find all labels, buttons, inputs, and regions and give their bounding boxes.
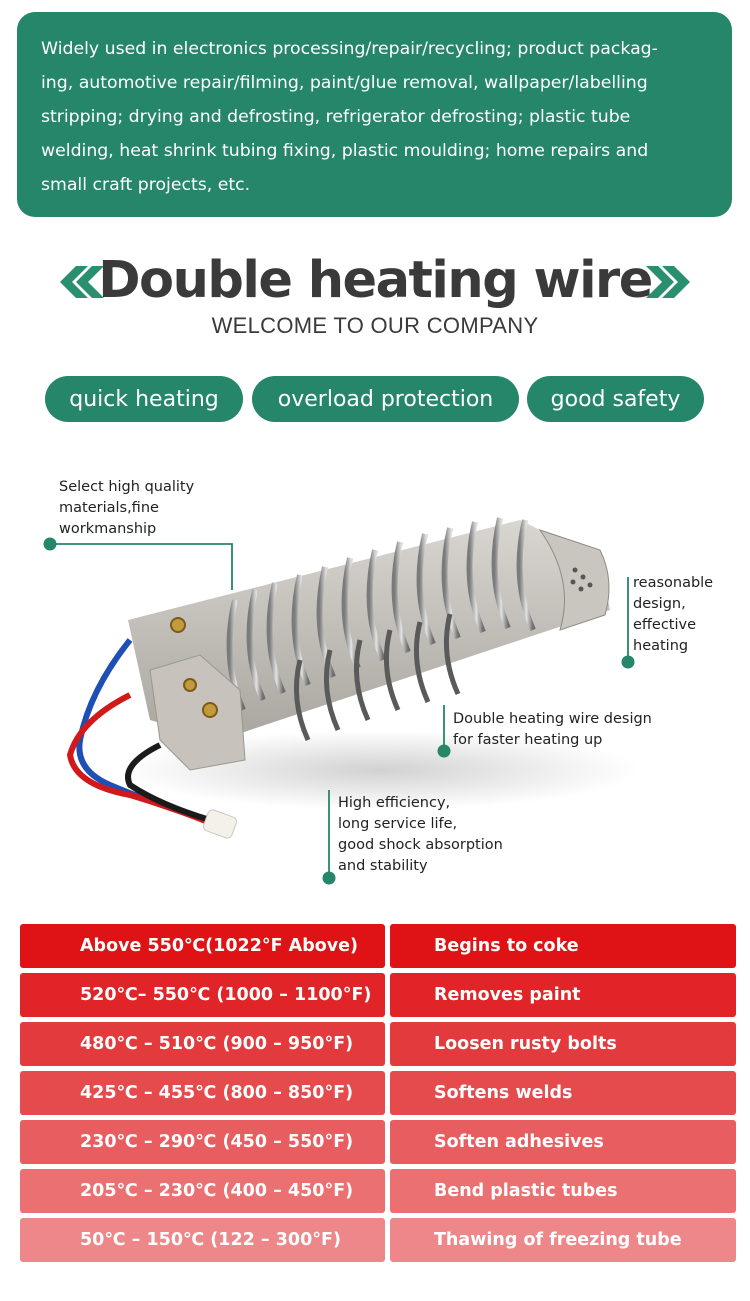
callout-design: reasonable design, effective heating xyxy=(633,575,714,654)
feature-pill-overload-protection: overload protection xyxy=(252,376,519,422)
page-subtitle: WELCOME TO OUR COMPANY xyxy=(211,313,539,338)
callout-efficiency: High efficiency, long service life, good… xyxy=(338,795,503,874)
mica-body xyxy=(128,520,610,740)
page-title: Double heating wire xyxy=(98,251,653,310)
callout-dot xyxy=(43,537,57,551)
temperature-cell: 480℃ – 510℃ (900 – 950°F) xyxy=(20,1022,385,1066)
callout-dot xyxy=(322,871,336,885)
feature-pill-quick-heating: quick heating xyxy=(45,376,243,422)
intro-line: welding, heat shrink tubing fixing, plas… xyxy=(41,141,649,161)
double-chevron-right-icon xyxy=(646,266,690,298)
intro-line: Widely used in electronics processing/re… xyxy=(41,39,658,59)
front-plate xyxy=(149,654,246,771)
table-row: 50℃ – 150℃ (122 – 300°F) Thawing of free… xyxy=(20,1218,736,1262)
callout-dot xyxy=(437,744,451,758)
callout-materials: Select high quality materials,fine workm… xyxy=(59,479,195,537)
table-row: Above 550℃(1022°F Above) Begins to coke xyxy=(20,924,736,968)
table-row: 480℃ – 510℃ (900 – 950°F) Loosen rusty b… xyxy=(20,1022,736,1066)
intro-line: ing, automotive repair/filming, paint/gl… xyxy=(41,73,648,93)
black-wire xyxy=(125,742,211,823)
temperature-cell: 50℃ – 150℃ (122 – 300°F) xyxy=(20,1218,385,1262)
double-chevron-left-icon xyxy=(60,266,104,298)
table-row: 520℃– 550℃ (1000 – 1100°F) Removes paint xyxy=(20,973,736,1017)
temperature-cell: 230℃ – 290℃ (450 – 550°F) xyxy=(20,1120,385,1164)
usage-cell: Removes paint xyxy=(390,973,736,1017)
usage-cell: Softens welds xyxy=(390,1071,736,1115)
wire-sleeve xyxy=(203,809,237,839)
temperature-cell: Above 550℃(1022°F Above) xyxy=(20,924,385,968)
intro-line: stripping; drying and defrosting, refrig… xyxy=(41,107,631,127)
usage-cell: Begins to coke xyxy=(390,924,736,968)
title-row: Double heating wire xyxy=(0,246,750,316)
heating-element-illustration xyxy=(43,517,640,885)
feature-pill-good-safety: good safety xyxy=(527,376,704,422)
usage-cell: Soften adhesives xyxy=(390,1120,736,1164)
intro-box: Widely used in electronics processing/re… xyxy=(17,12,732,217)
usage-cell: Thawing of freezing tube xyxy=(390,1218,736,1262)
usage-cell: Loosen rusty bolts xyxy=(390,1022,736,1066)
table-row: 425℃ – 455℃ (800 – 850°F) Softens welds xyxy=(20,1071,736,1115)
temperature-cell: 205℃ – 230℃ (400 – 450°F) xyxy=(20,1169,385,1213)
intro-line: small craft projects, etc. xyxy=(41,175,251,195)
shadow xyxy=(120,730,640,810)
usage-cell: Bend plastic tubes xyxy=(390,1169,736,1213)
table-row: 205℃ – 230℃ (400 – 450°F) Bend plastic t… xyxy=(20,1169,736,1213)
temperature-cell: 520℃– 550℃ (1000 – 1100°F) xyxy=(20,973,385,1017)
table-row: 230℃ – 290℃ (450 – 550°F) Soften adhesiv… xyxy=(20,1120,736,1164)
callout-dot xyxy=(621,655,635,669)
temperature-cell: 425℃ – 455℃ (800 – 850°F) xyxy=(20,1071,385,1115)
callout-double-wire: Double heating wire design for faster he… xyxy=(453,711,652,748)
